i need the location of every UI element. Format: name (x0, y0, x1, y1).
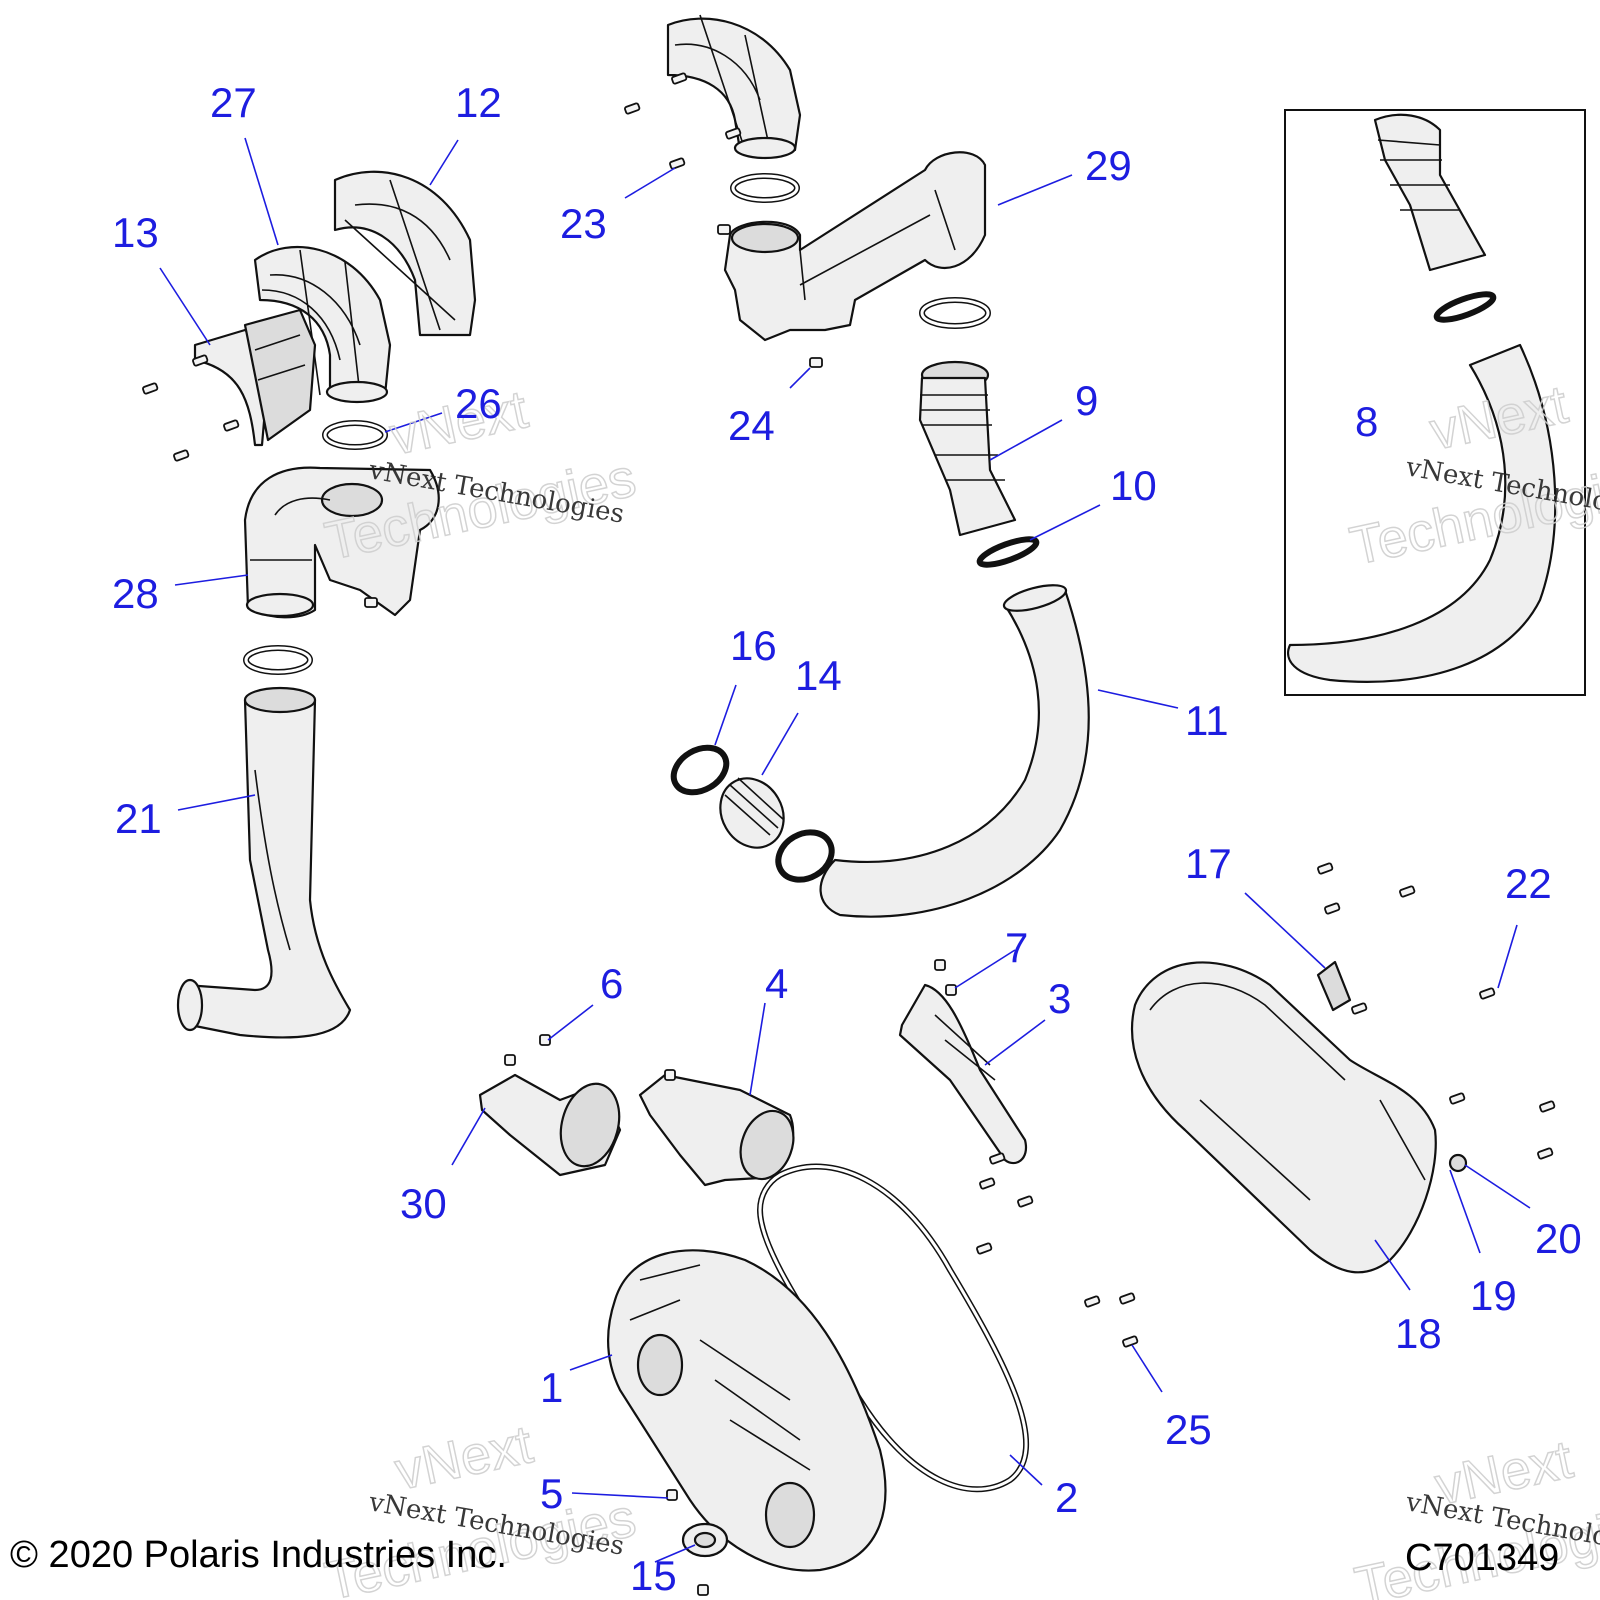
part-4-duct (638, 1073, 795, 1187)
callout-labels: 1 2 3 4 5 6 7 8 9 10 11 12 13 14 15 16 1… (112, 79, 1582, 1599)
part-18-outer-cover (1131, 961, 1437, 1274)
copyright-text: © 2020 Polaris Industries Inc. (10, 1534, 507, 1576)
part-1-inner-cover (607, 1249, 887, 1572)
watermark-word-5: vNext (390, 1414, 538, 1501)
callout-15: 15 (630, 1552, 677, 1599)
callout-18: 18 (1395, 1310, 1442, 1357)
callout-27: 27 (210, 79, 257, 126)
callout-11: 11 (1185, 697, 1229, 744)
callout-12: 12 (455, 79, 502, 126)
callout-22: 22 (1505, 860, 1552, 907)
callout-30: 30 (400, 1180, 447, 1227)
callout-6: 6 (600, 960, 623, 1007)
part-clamp-under-elbow (730, 173, 800, 203)
callout-16: 16 (730, 622, 777, 669)
callout-21: 21 (115, 795, 162, 842)
part-30-duct (478, 1073, 622, 1177)
part-29-plenum (723, 151, 987, 342)
callout-25: 25 (1165, 1406, 1212, 1453)
part-2-belt (756, 1163, 1030, 1493)
callout-26: 26 (455, 380, 502, 427)
part-3-bracket (898, 983, 1028, 1165)
part-17-decal (1316, 960, 1352, 1012)
callout-24: 24 (728, 402, 775, 449)
inset-detail (1284, 109, 1586, 696)
part-26-clamp (322, 420, 388, 450)
part-11-curved-tube (819, 584, 1090, 918)
callout-2: 2 (1055, 1474, 1078, 1521)
figure-id: C701349 (1405, 1537, 1559, 1579)
part-upper-elbow (666, 14, 802, 160)
part-15-washer (681, 1522, 729, 1558)
fasteners (142, 72, 1556, 1596)
part-clamp-under-28 (243, 645, 313, 675)
callout-23: 23 (560, 200, 607, 247)
leader-lines (159, 137, 1531, 1563)
callout-8: 8 (1355, 398, 1378, 445)
part-20-nut (1448, 1153, 1468, 1173)
part-27-elbow-duct (253, 246, 392, 404)
part-14-coupler (670, 744, 835, 883)
callout-9: 9 (1075, 377, 1098, 424)
part-12-elbow-cover (333, 170, 477, 337)
part-9-bellows-boot (918, 360, 1017, 537)
part-13-bracket (193, 308, 317, 447)
callout-1: 1 (540, 1364, 563, 1411)
callout-13: 13 (112, 209, 159, 256)
watermark-group: vNext Technologies vNext Technologies vN… (319, 374, 1600, 1600)
part-28-airbox (243, 466, 440, 619)
callout-10: 10 (1110, 462, 1157, 509)
callout-14: 14 (795, 652, 842, 699)
callout-28: 28 (112, 570, 159, 617)
callout-4: 4 (765, 960, 788, 1007)
part-21-intake-tube (176, 686, 352, 1039)
callout-17: 17 (1185, 840, 1232, 887)
callout-29: 29 (1085, 142, 1132, 189)
part-10-ring (976, 536, 1040, 568)
callout-5: 5 (540, 1470, 563, 1517)
callout-20: 20 (1535, 1215, 1582, 1262)
callout-19: 19 (1470, 1272, 1517, 1319)
callout-7: 7 (1005, 924, 1028, 971)
part-clamp-under-29 (919, 297, 991, 329)
callout-3: 3 (1048, 975, 1071, 1022)
